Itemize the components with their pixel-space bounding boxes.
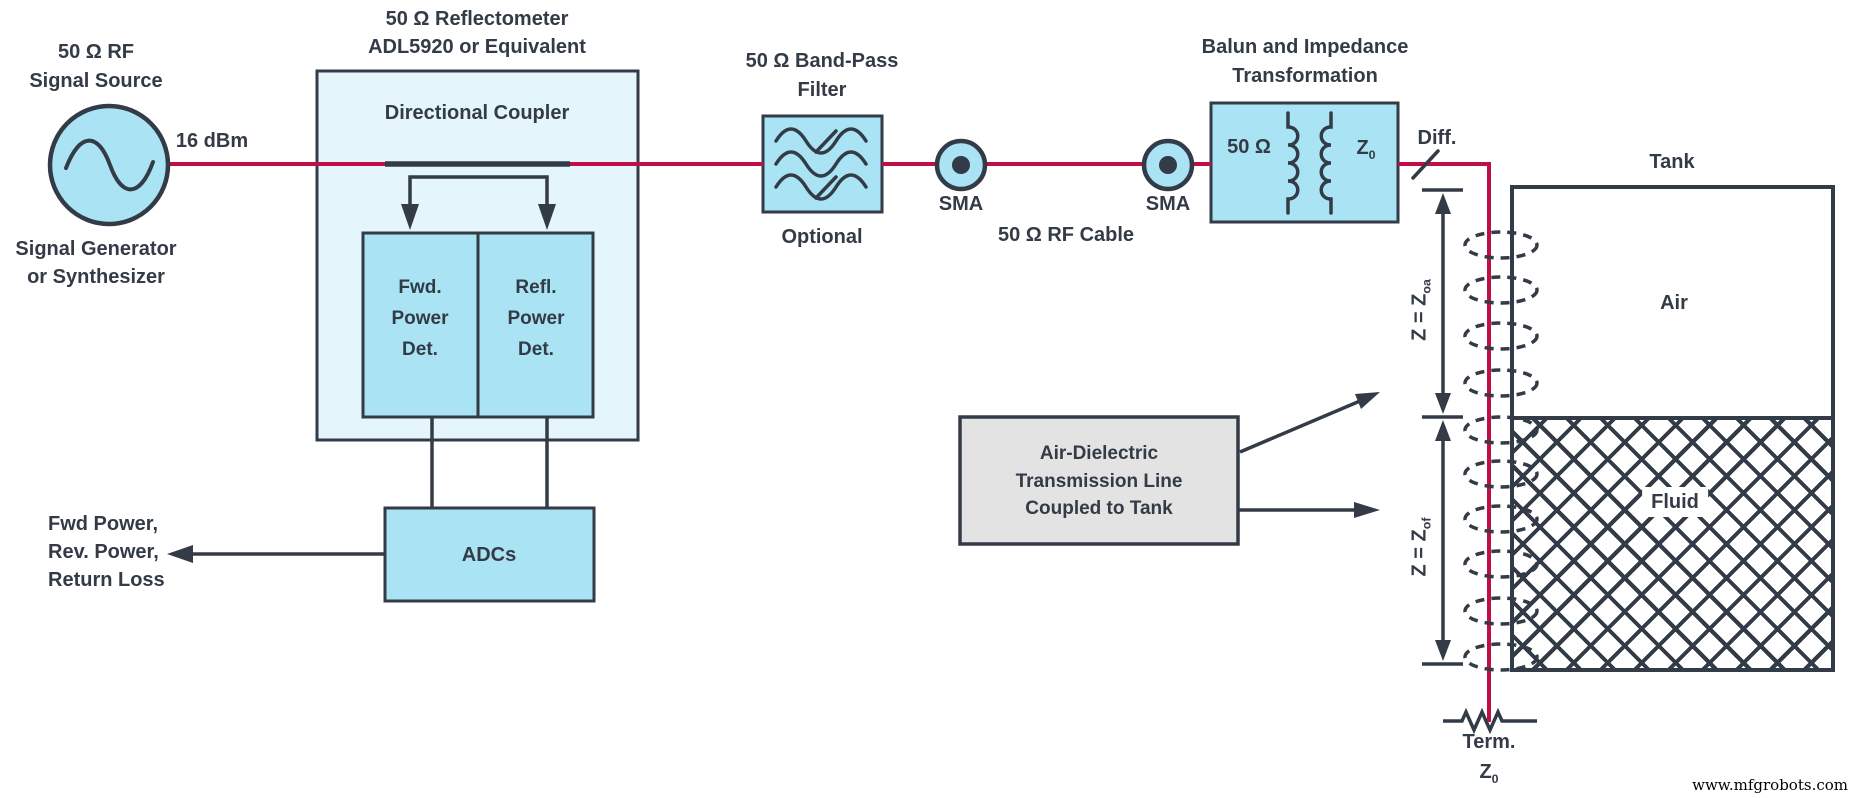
coupling-coil — [1463, 230, 1539, 260]
filter-slash-bottom — [814, 175, 838, 200]
coupling-coil — [1463, 415, 1539, 445]
directional-coupler-symbol — [385, 161, 570, 230]
balun-coil-primary — [1286, 111, 1300, 215]
coupling-coil — [1463, 549, 1539, 579]
termination-z-sub: 0 — [1491, 772, 1499, 786]
fluid-region — [1514, 416, 1831, 668]
sma-left-pin — [952, 156, 970, 174]
adcs-label: ADCs — [461, 544, 517, 566]
reflectometer-title: 50 Ω Reflectometer ADL5920 or Equivalent — [368, 8, 586, 58]
note-arrow-lower-head — [1354, 502, 1380, 518]
coupling-coil — [1463, 504, 1539, 534]
filter-slash-top — [814, 129, 838, 154]
coupler-arrowhead-refl — [538, 204, 556, 230]
balun-input-impedance: 50 Ω — [1227, 136, 1271, 158]
dimension-marks — [1422, 188, 1463, 666]
dim-air-arrow-down — [1435, 393, 1451, 414]
coupling-coil — [1463, 321, 1539, 351]
refl-detector-box — [476, 231, 595, 419]
balun-z-sub: 0 — [1368, 148, 1376, 162]
balun-coil-secondary — [1319, 111, 1333, 215]
adc-output-arrowhead — [167, 545, 193, 563]
band-pass-filter-icon — [774, 127, 868, 201]
coupler-arrowhead-fwd — [401, 204, 419, 230]
directional-coupler-label: Directional Coupler — [384, 102, 570, 124]
termination-label: Term. — [1462, 731, 1516, 753]
balun-title: Balun and Impedance Transformation — [1201, 36, 1409, 87]
dimension-arrowheads — [1435, 193, 1451, 661]
diff-label: Diff. — [1417, 127, 1457, 149]
balun-box — [1209, 101, 1400, 224]
impedance-fluid-main: Z = Z — [1408, 529, 1431, 577]
note-arrow-upper-head — [1355, 392, 1380, 409]
coupling-coil — [1463, 642, 1539, 672]
sma-left-label: SMA — [938, 193, 984, 215]
source-caption: Signal Generator or Synthesizer — [15, 238, 177, 288]
filter-wave-bottom — [774, 173, 868, 201]
coupling-note-box — [958, 415, 1240, 546]
output-signals-label: Fwd Power, Rev. Power, Return Loss — [48, 513, 165, 591]
filter-wave-top — [774, 127, 868, 155]
power-level-label: 16 dBm — [175, 130, 249, 152]
impedance-air-sub: oa — [1419, 279, 1434, 294]
termination-z-main: Z — [1479, 761, 1492, 783]
watermark: www.mfgrobots.com — [1692, 776, 1848, 794]
sine-wave-icon — [64, 138, 155, 192]
sma-connector-left — [934, 138, 988, 192]
filter-wave-middle — [774, 150, 868, 178]
note-pointer-arrows — [1238, 392, 1380, 518]
balun-coils-icon — [1286, 111, 1333, 215]
dim-air-arrow-up — [1435, 193, 1451, 214]
diff-slash-mark — [1411, 149, 1440, 180]
sma-right-pin — [1159, 156, 1177, 174]
coupling-coil — [1463, 368, 1539, 398]
sma-connector-right — [1141, 138, 1195, 192]
fwd-detector-box — [361, 231, 480, 419]
tank-title: Tank — [1649, 151, 1695, 173]
coupling-coil — [1463, 596, 1539, 626]
impedance-fluid-label: Z = Zof — [1408, 517, 1434, 577]
dim-fluid-arrow-up — [1435, 420, 1451, 441]
fwd-detector-label: Fwd. Power Det. — [391, 277, 449, 360]
tank-box — [1510, 185, 1835, 672]
signal-source-symbol — [47, 103, 171, 227]
note-arrow-upper-line — [1239, 399, 1361, 454]
fluid-label: Fluid — [1642, 487, 1708, 517]
balun-z-main: Z — [1356, 137, 1369, 159]
adc-box — [383, 506, 596, 603]
coupler-branch-line — [408, 175, 549, 205]
termination-resistor-icon — [1443, 707, 1537, 735]
dim-fluid-arrow-down — [1435, 640, 1451, 661]
balun-output-impedance: Z0 — [1356, 134, 1375, 162]
coupling-note-label: Air-Dielectric Transmission Line Coupled… — [1015, 443, 1183, 519]
diagram-boxes — [315, 69, 1835, 672]
impedance-air-label: Z = Zoa — [1408, 279, 1434, 341]
sma-right-label: SMA — [1145, 193, 1191, 215]
air-label: Air — [1660, 292, 1688, 314]
coupling-coil — [1463, 459, 1539, 489]
source-title: 50 Ω RF Signal Source — [29, 41, 163, 92]
filter-title: 50 Ω Band-Pass Filter — [745, 50, 899, 101]
detector-adc-wires — [430, 417, 549, 508]
impedance-air-main: Z = Z — [1408, 293, 1431, 341]
impedance-fluid-sub: of — [1419, 517, 1434, 530]
filter-optional-label: Optional — [781, 226, 863, 248]
refl-detector-label: Refl. Power Det. — [507, 277, 565, 360]
coupling-coils — [1463, 230, 1539, 672]
termination-impedance: Z0 — [1479, 758, 1498, 786]
rf-cable-label: 50 Ω RF Cable — [997, 224, 1135, 246]
adc-output-arrow — [167, 545, 385, 563]
coupling-coil — [1463, 275, 1539, 305]
